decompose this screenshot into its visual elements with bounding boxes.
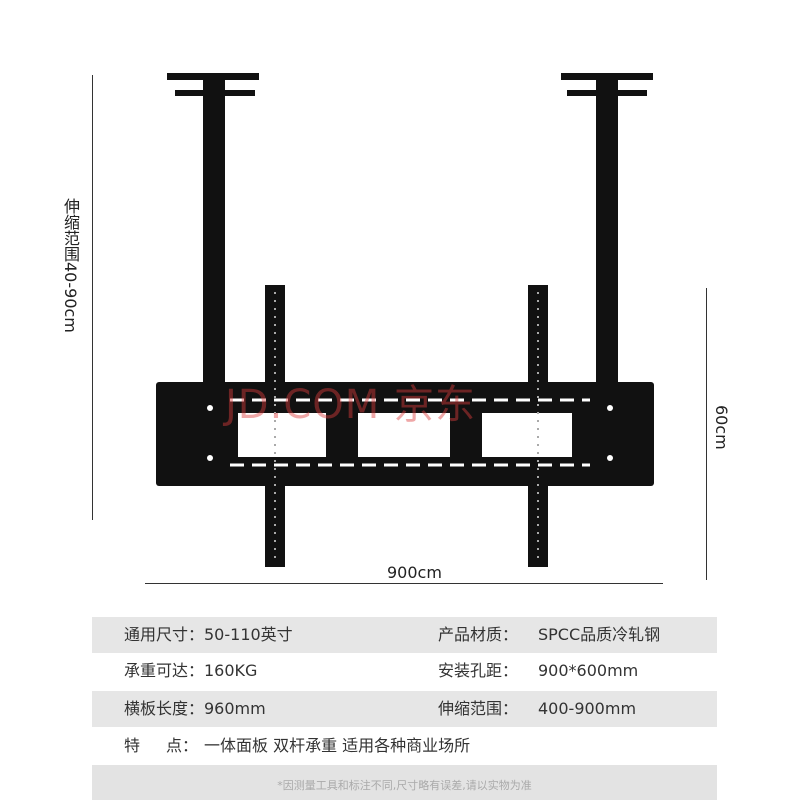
spec-row: 通用尺寸： 50-110英寸 产品材质： SPCC品质冷轧钢	[92, 617, 717, 653]
spec-value: 400-900mm	[538, 699, 637, 718]
width-dimension-line	[145, 583, 663, 584]
ceiling-tv-mount-image	[156, 73, 654, 567]
feature-label: 点：	[166, 736, 199, 755]
height-dimension-label: 伸缩范围40-90cm	[61, 198, 80, 333]
watermark: JD.COM 京东	[225, 382, 476, 428]
height-dimension-line	[92, 75, 93, 520]
spec-value: 50-110英寸	[204, 625, 293, 644]
spec-value: 900*600mm	[538, 661, 639, 680]
spec-label: 承重可达：	[124, 661, 205, 680]
spec-label: 产品材质：	[438, 625, 519, 644]
spec-row: 承重可达： 160KG 安装孔距： 900*600mm	[92, 653, 717, 689]
plate-dimension-line	[706, 288, 707, 580]
feature-label: 特	[124, 736, 141, 755]
spec-value: 160KG	[204, 661, 258, 680]
plate-dimension-label: 60cm	[712, 405, 731, 450]
spec-value: SPCC品质冷轧钢	[538, 625, 661, 644]
spec-label: 通用尺寸：	[124, 625, 205, 644]
spec-label: 安装孔距：	[438, 661, 519, 680]
spec-label: 横板长度：	[124, 699, 205, 718]
disclaimer: *因测量工具和标注不同,尺寸略有误差,请以实物为准	[92, 765, 717, 800]
spec-row: 横板长度： 960mm 伸缩范围： 400-900mm	[92, 691, 717, 727]
spec-label: 伸缩范围：	[438, 699, 519, 718]
feature-row: 特 点： 一体面板 双杆承重 适用各种商业场所	[92, 728, 717, 764]
spec-value: 960mm	[204, 699, 266, 718]
feature-value: 一体面板 双杆承重 适用各种商业场所	[204, 736, 471, 755]
width-dimension-label: 900cm	[387, 563, 442, 582]
